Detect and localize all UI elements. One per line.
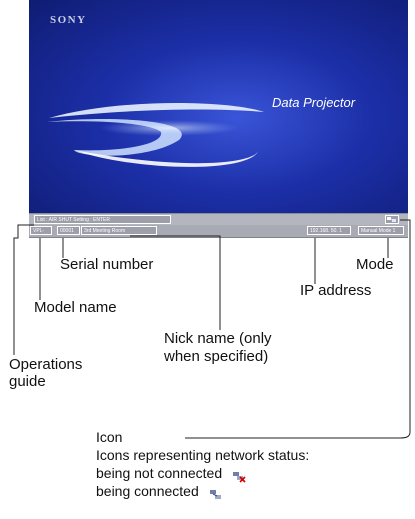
product-title: Data Projector <box>272 95 356 110</box>
status-bar-bottom: VPL- 00001 3rd Meeting Room 192.168. 50.… <box>29 225 408 238</box>
connected-label: being connected <box>96 483 199 499</box>
model-name-field: VPL- <box>30 226 52 235</box>
network-connected-icon <box>209 487 222 499</box>
nick-name-label-line2: when specified) <box>164 348 269 365</box>
nick-name-field: 3rd Meeting Room <box>81 226 157 235</box>
model-name-label: Model name <box>34 299 117 316</box>
projector-screen: SONY Data Projector <box>29 0 408 213</box>
serial-number-field: 00001 <box>57 226 80 235</box>
nick-name-label-line1: Nick name (only <box>164 330 272 347</box>
ip-address-label: IP address <box>300 282 372 299</box>
network-disconnected-icon <box>232 469 246 483</box>
operations-guide-label-line2: guide <box>9 373 46 390</box>
mode-label: Mode <box>356 256 394 273</box>
not-connected-label: being not connected <box>96 465 223 481</box>
icon-legend-title: Icon <box>96 429 123 445</box>
swoosh-graphic <box>47 102 264 167</box>
serial-number-label: Serial number <box>60 256 154 273</box>
connected-row: being connected <box>96 482 309 500</box>
icon-legend: Icon Icons representing network status: … <box>96 428 309 500</box>
not-connected-row: being not connected <box>96 464 309 483</box>
mode-field: Manual Mode 1 <box>358 226 404 235</box>
operations-guide: List : AIR SHUT Setting : ENTER <box>34 215 171 224</box>
ip-address-field: 192.168. 50. 1 <box>307 226 351 235</box>
sony-logo: SONY <box>50 14 87 26</box>
network-icon <box>385 215 399 224</box>
status-bar-top: List : AIR SHUT Setting : ENTER <box>29 213 408 226</box>
icon-legend-description: Icons representing network status: <box>96 447 310 463</box>
operations-guide-label-line1: Operations <box>9 356 83 373</box>
